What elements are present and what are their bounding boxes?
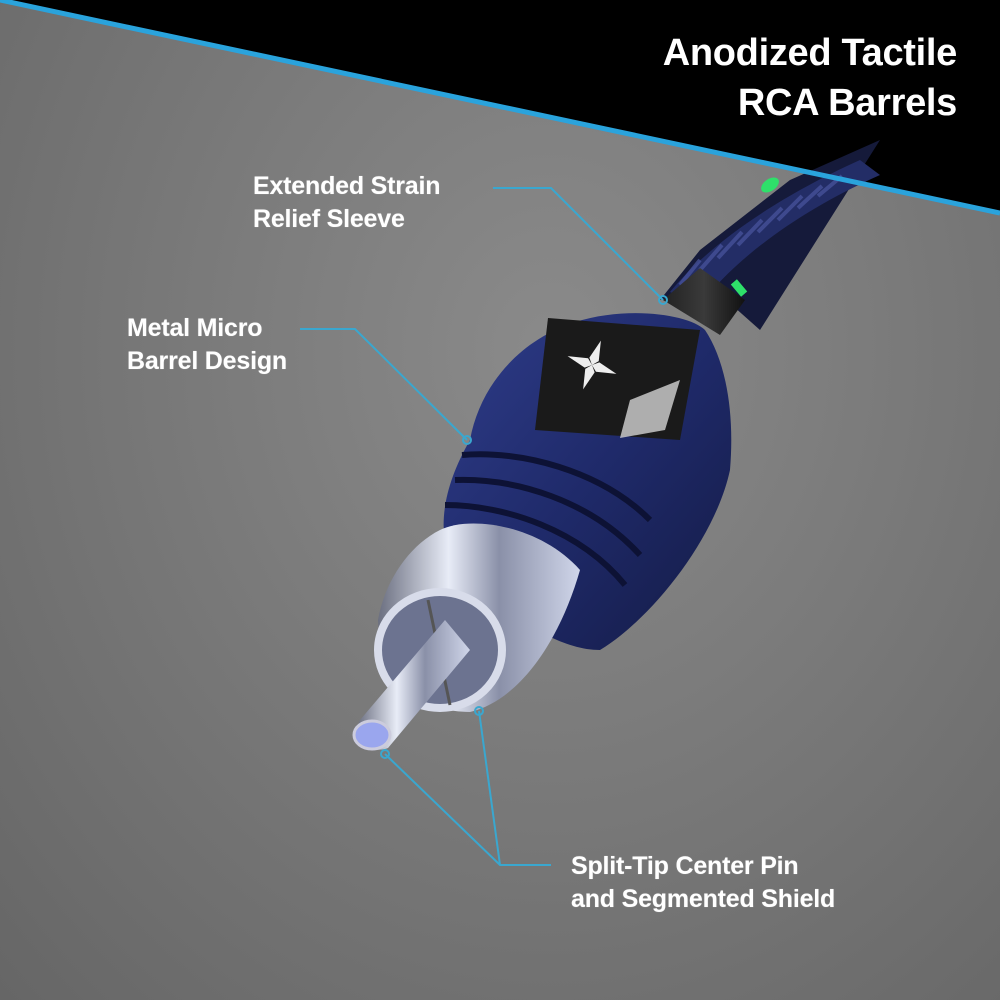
title-line-1: Anodized Tactile [662,32,958,74]
callout-center-pin-shield: Split-Tip Center Pin and Segmented Shiel… [571,850,835,916]
anchor-dot-barrel [462,435,472,445]
callout-line-2: Relief Sleeve [253,205,405,233]
leader-line-shield [478,710,501,866]
leader-line-strain-relief [493,187,664,301]
split-tip [352,719,392,751]
callout-strain-relief: Extended Strain Relief Sleeve [253,170,441,236]
cable-stripe-top [761,177,779,193]
divider-line [0,0,1000,216]
leader-line-center-pin [384,753,551,866]
title-line-2: RCA Barrels [737,82,957,124]
page-title: Anodized Tactile RCA Barrels [662,28,958,128]
anchor-dot-center-pin [380,749,390,759]
center-pin [357,620,470,750]
callout-line-1: Extended Strain [253,172,441,200]
anchor-dot-strain-relief [658,295,668,305]
callout-barrel-design: Metal Micro Barrel Design [127,312,287,378]
x-logo-icon [567,340,617,390]
anchor-dot-shield [474,706,484,716]
knurled-insert [620,380,680,438]
callout-line-1: Split-Tip Center Pin [571,852,799,880]
strain-relief-sleeve [663,268,745,335]
callout-line-2: and Segmented Shield [571,885,836,913]
cable-stripe-band [730,279,748,297]
leader-line-barrel [300,328,468,441]
callout-line-2: Barrel Design [127,347,287,375]
callout-line-1: Metal Micro [127,314,263,342]
